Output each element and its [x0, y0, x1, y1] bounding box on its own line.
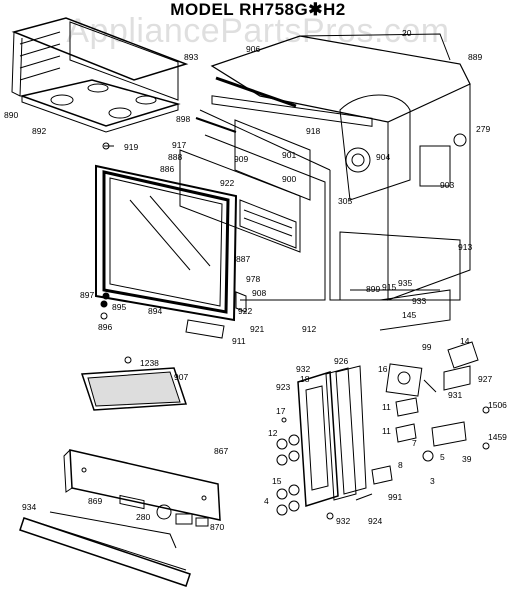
label-888: 888 — [168, 152, 182, 162]
label-305: 305 — [338, 196, 352, 206]
label-15: 15 — [272, 476, 282, 486]
label-898: 898 — [176, 114, 190, 124]
label-14: 14 — [460, 336, 470, 346]
label-8: 8 — [398, 460, 403, 470]
label-922-bottom: 922 — [238, 306, 252, 316]
filter-panel — [80, 356, 188, 411]
label-917: 917 — [172, 140, 186, 150]
label-903: 903 — [440, 180, 454, 190]
label-934: 934 — [22, 502, 36, 512]
label-894: 894 — [148, 306, 162, 316]
controls-right — [355, 341, 490, 501]
clock-assembly — [156, 504, 209, 527]
label-889: 889 — [468, 52, 482, 62]
knob-bezel-assembly — [276, 365, 367, 520]
cooktop-assembly — [11, 17, 189, 133]
label-867: 867 — [214, 446, 228, 456]
part-labels: 20 889 893 890 892 906 898 918 279 917 9… — [4, 28, 507, 532]
label-909: 909 — [234, 154, 248, 164]
label-927: 927 — [478, 374, 492, 384]
label-892: 892 — [32, 126, 46, 136]
label-890: 890 — [4, 110, 18, 120]
label-897: 897 — [80, 290, 94, 300]
label-904: 904 — [376, 152, 390, 162]
label-280: 280 — [136, 512, 150, 522]
label-1238: 1238 — [140, 358, 159, 368]
label-922-top: 922 — [220, 178, 234, 188]
diagram-title: MODEL RH758G✱H2 — [170, 0, 346, 19]
oven-door — [95, 164, 238, 322]
label-887: 887 — [236, 254, 250, 264]
kick-panel — [19, 511, 191, 587]
label-908: 908 — [252, 288, 266, 298]
label-12: 12 — [268, 428, 278, 438]
label-899: 899 — [366, 284, 380, 294]
label-895: 895 — [112, 302, 126, 312]
label-896: 896 — [98, 322, 112, 332]
label-870: 870 — [210, 522, 224, 532]
label-11-bottom: 11 — [382, 426, 391, 436]
label-911: 911 — [232, 336, 246, 346]
label-913: 913 — [458, 242, 472, 252]
label-3: 3 — [430, 476, 435, 486]
control-panel — [63, 449, 221, 521]
label-20: 20 — [402, 28, 412, 38]
label-279: 279 — [476, 124, 490, 134]
label-935: 935 — [398, 278, 412, 288]
label-7: 7 — [412, 438, 417, 448]
label-11-top: 11 — [382, 402, 391, 412]
label-900: 900 — [282, 174, 296, 184]
label-923: 923 — [276, 382, 290, 392]
label-907: 907 — [174, 372, 188, 382]
label-5: 5 — [440, 452, 445, 462]
label-886: 886 — [160, 164, 174, 174]
label-145: 145 — [402, 310, 416, 320]
label-99: 99 — [422, 342, 432, 352]
label-918: 918 — [306, 126, 320, 136]
label-4: 4 — [264, 496, 269, 506]
label-906: 906 — [246, 44, 260, 54]
label-931: 931 — [448, 390, 462, 400]
label-1459: 1459 — [488, 432, 507, 442]
label-39: 39 — [462, 454, 472, 464]
label-991: 991 — [388, 492, 402, 502]
label-926: 926 — [334, 356, 348, 366]
label-919: 919 — [124, 142, 138, 152]
label-893: 893 — [184, 52, 198, 62]
label-912: 912 — [302, 324, 316, 334]
label-16: 16 — [378, 364, 388, 374]
label-18: 18 — [300, 374, 310, 384]
label-869: 869 — [88, 496, 102, 506]
label-924: 924 — [368, 516, 382, 526]
oven-body — [179, 33, 471, 331]
label-933: 933 — [412, 296, 426, 306]
label-915: 915 — [382, 282, 396, 292]
label-932-bottom: 932 — [336, 516, 350, 526]
label-1506: 1506 — [488, 400, 507, 410]
door-hardware — [100, 142, 247, 339]
label-932-top: 932 — [296, 364, 310, 374]
label-17: 17 — [276, 406, 286, 416]
label-901: 901 — [282, 150, 296, 160]
label-921: 921 — [250, 324, 264, 334]
label-978: 978 — [246, 274, 260, 284]
